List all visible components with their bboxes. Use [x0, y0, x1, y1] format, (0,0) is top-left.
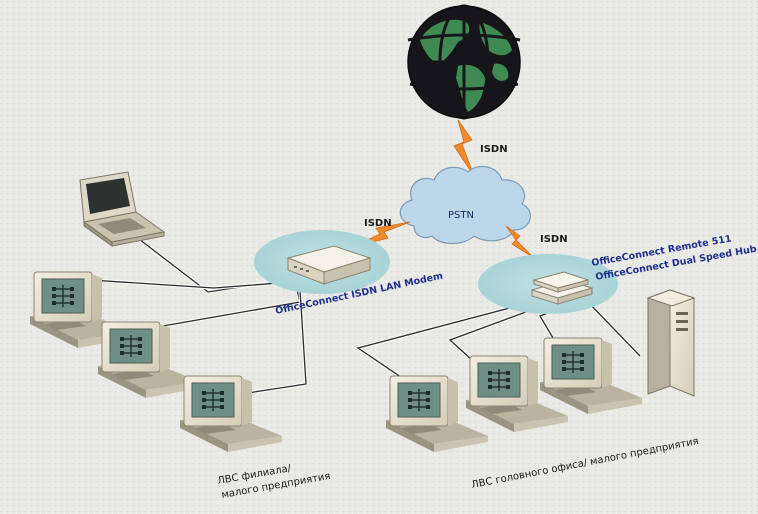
- router-hub-icon: [530, 271, 594, 305]
- server-tower-icon: [646, 289, 696, 397]
- modem-icon: [286, 245, 372, 285]
- isdn-label-top: ISDN: [480, 144, 508, 155]
- isdn-label-right: ISDN: [540, 234, 568, 245]
- isdn-label-left: ISDN: [364, 218, 392, 229]
- laptop-icon: [79, 171, 166, 247]
- cloud-icon: [399, 165, 531, 245]
- pstn-label: PSTN: [448, 210, 474, 221]
- globe-icon: [407, 4, 521, 120]
